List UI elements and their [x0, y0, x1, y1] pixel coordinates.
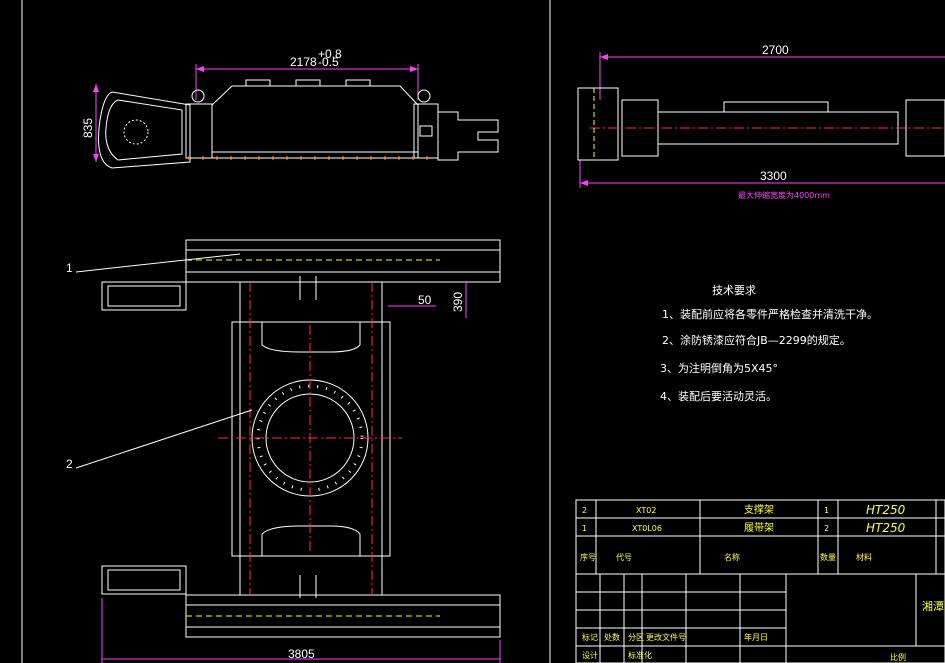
left-track-section	[577, 87, 619, 161]
lifting-lug-right	[417, 89, 431, 103]
lower-crawler-frame	[185, 594, 501, 638]
arrow-2700	[600, 54, 608, 60]
bom-row1-code: XT02	[636, 506, 656, 515]
upper-arch	[261, 322, 361, 353]
leader-line-1	[75, 253, 241, 273]
tb-count: 处数	[604, 632, 620, 642]
idler-housing	[98, 91, 191, 169]
tb-design: 设计	[582, 650, 598, 660]
max-width-note: 最大伸缩宽度为4000mm	[738, 190, 830, 200]
lower-arch	[261, 525, 361, 556]
bom-header-no: 序号	[580, 552, 596, 562]
bom-row1-qty: 1	[824, 506, 829, 515]
tb-doc: 更改文件号	[646, 632, 686, 642]
arrow-left	[196, 66, 204, 72]
tech-req-item-1: 1、装配前应将各零件严格检查并清洗干净。	[662, 307, 878, 321]
tech-req-title: 技术要求	[712, 284, 756, 297]
leader-label-2: 2	[66, 457, 73, 471]
arrow-3300	[580, 180, 588, 186]
dim-50: 50	[418, 293, 432, 307]
lifting-lug-left	[191, 89, 205, 103]
bom-row2-code: XT0L06	[632, 524, 662, 533]
leader-label-1: 1	[66, 261, 73, 275]
support-frame	[231, 321, 391, 557]
title-block	[575, 573, 945, 663]
arrow-835-bottom	[93, 154, 99, 162]
bom-text: 2 XT02 支撑架 1 HT250 1 XT0L06 履带架 2 HT250 …	[580, 503, 906, 562]
dim-3300: 3300	[760, 169, 787, 183]
cylinder-clevis	[437, 111, 499, 161]
idler-inner	[105, 99, 183, 161]
arrow-right	[410, 66, 418, 72]
dim-835: 835	[81, 118, 95, 138]
tech-req-item-4: 4、装配后要活动灵活。	[660, 390, 777, 403]
bom-row2-name: 履带架	[744, 522, 774, 534]
top-boss-2	[295, 79, 321, 87]
upper-left-extension	[101, 281, 187, 311]
top-plate	[723, 101, 829, 113]
top-boss-1	[245, 79, 271, 87]
dim-2178: 2178	[290, 55, 317, 69]
dim-2700: 2700	[762, 43, 789, 57]
right-pivot-box	[905, 99, 945, 157]
upper-left-ext-inner	[107, 285, 181, 307]
side-view: 2700 3300 最大伸缩宽度为4000mm	[577, 43, 945, 200]
bom-row2-qty: 2	[824, 524, 829, 533]
bom-row2-material: HT250	[866, 521, 906, 535]
tb-zone: 分区	[628, 633, 644, 642]
tb-date: 年月日	[744, 632, 768, 642]
arrow-835-top	[93, 84, 99, 92]
lower-left-ext-inner	[107, 569, 181, 591]
title-block-border	[575, 573, 945, 663]
title-block-text: 标记 处数 分区 更改文件号 年月日 设计 标准化 湘潭 比例	[582, 599, 944, 662]
top-view: 2178 +0.8 -0.5 835	[81, 47, 499, 169]
track-frame-body	[211, 85, 419, 159]
lower-left-extension	[101, 565, 187, 595]
dim-2178-tol-upper: +0.8	[318, 47, 342, 61]
tb-mark: 标记	[582, 632, 598, 642]
dim-2178-tol-lower: -0.5	[318, 55, 339, 69]
main-view: 1 2 50 390 3805	[66, 239, 501, 663]
upper-crawler-frame	[185, 239, 501, 283]
tb-standard: 标准化	[628, 650, 652, 660]
bom-header-code: 代号	[616, 552, 632, 562]
bom-row1-no: 2	[582, 506, 587, 515]
leader-line-2	[75, 409, 253, 469]
bom-row1-name: 支撑架	[744, 503, 774, 516]
tech-req-item-3: 3、为注明倒角为5X45°	[660, 361, 778, 375]
idler-bolt-circle	[123, 119, 149, 145]
bom-row2-no: 1	[582, 524, 587, 533]
bom-header-qty: 数量	[820, 552, 836, 562]
tb-scale: 比例	[890, 652, 906, 662]
bom-header-material: 材料	[856, 552, 872, 562]
tech-req-item-2: 2、涂防锈漆应符合JB—2299的规定。	[662, 333, 851, 347]
bom-header-name: 名称	[724, 552, 740, 562]
top-boss-3	[345, 79, 371, 87]
bom-row1-material: HT250	[866, 503, 906, 517]
dim-3805: 3805	[288, 647, 315, 661]
dim-390: 390	[451, 292, 465, 312]
right-block-slot	[419, 125, 433, 137]
tb-company: 湘潭	[922, 599, 944, 613]
technical-requirements: 技术要求 1、装配前应将各零件严格检查并清洗干净。 2、涂防锈漆应符合JB—22…	[660, 284, 878, 403]
